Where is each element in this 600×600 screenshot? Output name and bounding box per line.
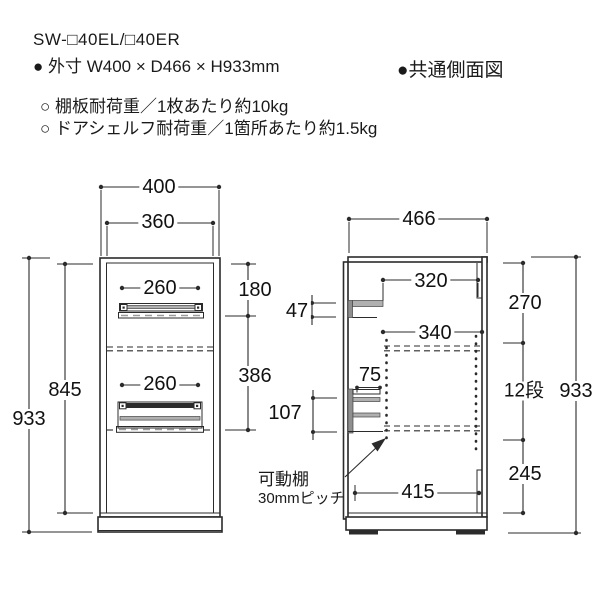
front-section-middle-label: 386 [235,366,275,386]
door-shelf-load-note: ○ ドアシェルフ耐荷重／1箇所あたり約1.5kg [40,119,378,138]
side-back-panel [481,256,488,518]
door-shelf-lower-height-bracket [311,390,337,440]
movable-shelf-note-line2: 30mmピッチ [258,490,345,508]
door-shelf-upper-height-bracket [310,295,336,325]
front-dim-height-total [22,255,92,535]
side-door-shelf-lower [347,388,383,434]
side-phantom-shelves [384,345,480,432]
side-view-note: ●共通側面図 [397,60,504,81]
side-pocket-depth-label: 75 [355,365,385,385]
movable-shelf-note: 可動棚 30mmピッチ [258,470,345,508]
door-shelf-lower-height-label: 107 [265,403,305,423]
front-shelf-upper-width-label: 260 [140,278,180,298]
front-width-outer-label: 400 [139,177,179,197]
front-shelf-lower-width-label: 260 [140,374,180,394]
movable-shelf-arrow [344,438,386,478]
side-height-total-label: 933 [556,381,596,401]
front-door-shelf-lower [107,401,213,433]
shelf-load-note: ○ 棚板耐荷重／1枚あたり約10kg [40,97,289,116]
side-depth-bottom-label: 415 [398,482,438,502]
movable-shelf-note-line1: 可動棚 [258,470,309,489]
side-section-bottom-label: 245 [505,464,545,484]
side-plinth [345,516,488,531]
side-section-top-label: 270 [505,293,545,313]
side-top-panel [347,256,488,263]
side-view-drawing [342,216,581,536]
front-height-total-label: 933 [9,409,49,429]
front-door-shelf-upper [118,303,204,319]
side-door-shelf-upper [347,300,384,319]
front-phantom-shelf [107,346,213,352]
door-shelf-upper-height-label: 47 [282,301,312,321]
front-height-interior-label: 845 [45,380,85,400]
side-depth-outer-label: 466 [399,209,439,229]
front-section-top-label: 180 [235,280,275,300]
front-view-plinth [97,516,223,533]
side-depth-top-label: 320 [411,271,451,291]
front-width-inner-label: 360 [138,212,178,232]
side-shelf-depth-label: 340 [415,323,455,343]
outer-dimensions-label: ● 外寸 W400 × D466 × H933mm [33,57,280,76]
side-pitch-count-label: 12段 [500,381,548,401]
model-number: SW-□40EL/□40ER [33,30,181,49]
